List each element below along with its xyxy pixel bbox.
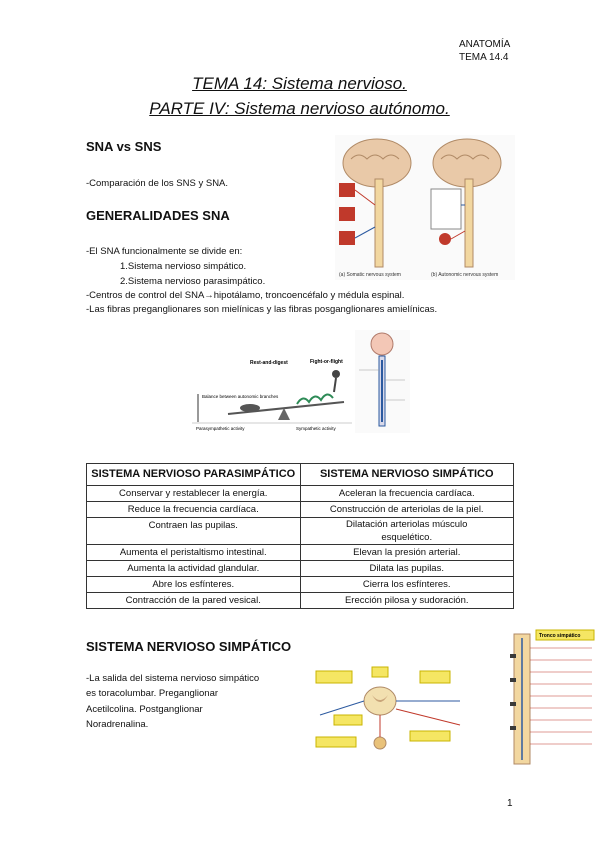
table-row: Contracción de la pared vesical. Erecció… — [86, 592, 514, 609]
table-cell: Conservar y restablecer la energía. — [86, 485, 301, 502]
label-fight-flight: Fight-or-flight — [310, 359, 343, 365]
table-cell: Contraen las pupilas. — [86, 517, 301, 545]
paragraph-line: -Las fibras preganglionares son mielínic… — [86, 304, 438, 315]
label-para-activity: Parasympathetic activity — [196, 426, 245, 431]
section-heading-simpatico: SISTEMA NERVIOSO SIMPÁTICO — [86, 639, 292, 654]
table-row: Aumenta la actividad glandular. Dilata l… — [86, 560, 514, 577]
table-row: Abre los esfínteres. Cierra los esfínter… — [86, 576, 514, 593]
figure-spinal-cross-section — [310, 665, 470, 760]
header-block: ANATOMÍA TEMA 14.4 — [459, 38, 510, 64]
paragraph-line: -La salida del sistema nervioso simpátic… — [86, 673, 260, 684]
label-symp-activity: Sympathetic activity — [296, 426, 337, 431]
label-balance: Balance between autonomic branches — [202, 394, 279, 399]
paragraph-line: -El SNA funcionalmente se divide en: — [86, 246, 243, 257]
table-cell: Erección pilosa y sudoración. — [299, 592, 514, 609]
table-cell: Construcción de arteriolas de la piel. — [299, 501, 514, 518]
paragraph-line: Acetilcolina. Postganglionar — [86, 704, 203, 715]
label-tronco-simpatico: Tronco simpático — [539, 633, 580, 639]
section-text: -Comparación de los SNS y SNA. — [86, 178, 229, 189]
table-cell: Aceleran la frecuencia cardíaca. — [299, 485, 514, 502]
table-header-parasympathetic: SISTEMA NERVIOSO PARASIMPÁTICO — [86, 463, 301, 486]
list-item: 1.Sistema nervioso simpático. — [120, 261, 247, 272]
paragraph-line: -Centros de control del SNA→hipotálamo, … — [86, 290, 405, 301]
list-item: 2.Sistema nervioso parasimpático. — [120, 276, 266, 287]
table-header-sympathetic: SISTEMA NERVIOSO SIMPÁTICO — [299, 463, 514, 486]
figure-balance-seesaw: Rest-and-digest Fight-or-flight Balance … — [192, 352, 352, 434]
figure-caption-a: (a) Somatic nervous system — [339, 272, 401, 278]
table-cell: Abre los esfínteres. — [86, 576, 301, 593]
comparison-table: SISTEMA NERVIOSO PARASIMPÁTICO SISTEMA N… — [86, 463, 514, 609]
section-heading-sna-vs-sns: SNA vs SNS — [86, 139, 162, 154]
header-subject: ANATOMÍA — [459, 39, 511, 50]
table-cell: Dilata las pupilas. — [299, 560, 514, 577]
table-cell: Dilatación arteriolas músculo esquelétic… — [299, 517, 514, 545]
section-heading-generalidades: GENERALIDADES SNA — [86, 208, 230, 223]
table-cell: Reduce la frecuencia cardíaca. — [86, 501, 301, 518]
figure-spinal-column — [355, 330, 410, 433]
table-cell: Cierra los esfínteres. — [299, 576, 514, 593]
paragraph-line: es toracolumbar. Preganglionar — [86, 688, 219, 699]
page-title: TEMA 14: Sistema nervioso. — [192, 74, 407, 93]
table-row: Conservar y restablecer la energía. Acel… — [86, 485, 514, 502]
table-cell: Elevan la presión arterial. — [299, 544, 514, 561]
figure-somatic-autonomic: (a) Somatic nervous system (b) Autonomic… — [335, 135, 515, 280]
label-rest-digest: Rest-and-digest — [250, 360, 288, 366]
paragraph-line: Noradrenalina. — [86, 719, 149, 730]
figure-caption-b: (b) Autonomic nervous system — [431, 272, 498, 278]
page-number: 1 — [507, 798, 513, 809]
table-row: Aumenta el peristaltismo intestinal. Ele… — [86, 544, 514, 561]
table-cell: Contracción de la pared vesical. — [86, 592, 301, 609]
figure-sympathetic-trunk: Tronco simpático — [500, 628, 598, 768]
table-cell: Aumenta el peristaltismo intestinal. — [86, 544, 301, 561]
table-row: Contraen las pupilas. Dilatación arterio… — [86, 517, 514, 545]
table-cell: Aumenta la actividad glandular. — [86, 560, 301, 577]
page-subtitle: PARTE IV: Sistema nervioso autónomo. — [149, 99, 450, 118]
header-topic: TEMA 14.4 — [459, 52, 509, 63]
table-row: Reduce la frecuencia cardíaca. Construcc… — [86, 501, 514, 518]
